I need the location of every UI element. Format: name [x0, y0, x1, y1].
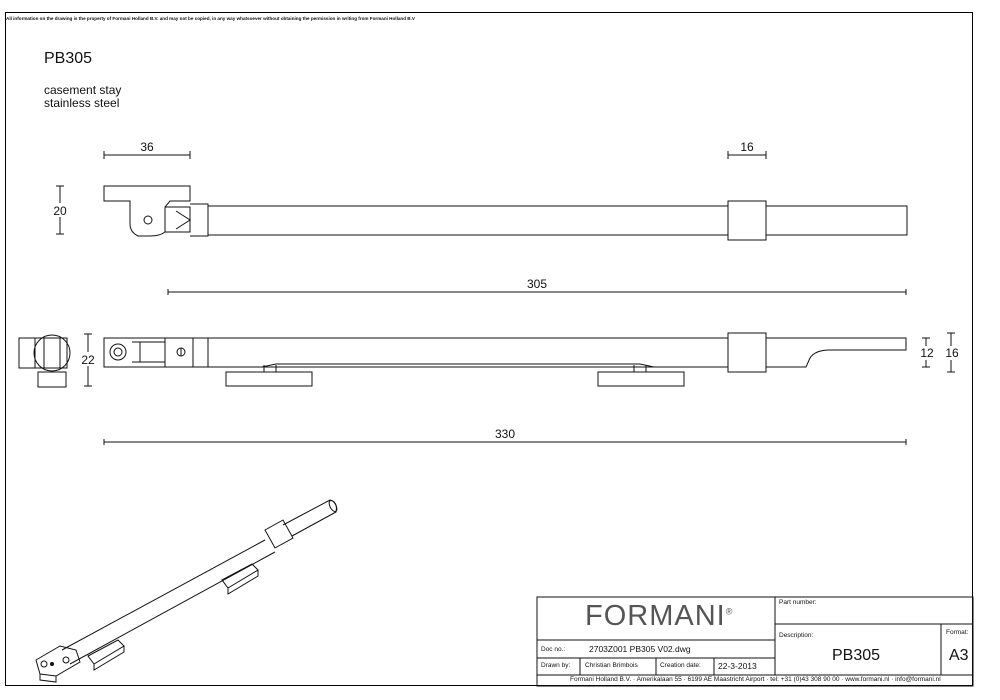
dim-20: 20 [53, 204, 67, 218]
copyright-notice: All information on the drawing is the pr… [6, 16, 415, 21]
dim-305-group: 305 [167, 277, 907, 295]
dim-330-group: 330 [103, 427, 907, 445]
side-view: 22 12 16 [18, 332, 961, 388]
product-code: PB305 [44, 50, 93, 67]
brand-mark: ® [725, 606, 734, 617]
dim-12: 12 [920, 346, 934, 360]
company-footer: Formani Holland B.V. · Amerikalaan 55 · … [570, 676, 941, 683]
format-label: Format: [946, 629, 969, 636]
top-view: 36 16 20 [51, 140, 908, 241]
creation-date-value: 22-3-2013 [718, 661, 757, 671]
drawn-by-label: Drawn by: [541, 662, 571, 669]
description-line-1: casement stay [44, 83, 122, 97]
isometric-view [35, 499, 338, 683]
creation-date-label: Creation date: [660, 662, 701, 669]
dim-36: 36 [140, 140, 154, 154]
brand-logo: FORMANI® [585, 600, 733, 633]
format-value: A3 [949, 647, 969, 664]
dim-22: 22 [81, 353, 95, 367]
description-value: PB305 [832, 647, 881, 664]
dim-16-side: 16 [945, 346, 959, 360]
dim-330: 330 [495, 427, 515, 441]
part-number-label: Part number: [779, 599, 817, 606]
drawing-frame [5, 12, 973, 686]
dim-305: 305 [527, 277, 547, 291]
description-label: Description: [779, 632, 814, 639]
product-description: casement stay stainless steel [44, 84, 121, 110]
doc-no-value: 2703Z001 PB305 V02.dwg [589, 644, 691, 654]
dim-16-top: 16 [740, 140, 754, 154]
description-line-2: stainless steel [44, 96, 120, 110]
doc-no-label: Doc no.: [541, 646, 566, 653]
brand-name: FORMANI [585, 600, 726, 632]
title-block [536, 596, 974, 687]
drawn-by-value: Christian Brimbois [585, 662, 638, 669]
